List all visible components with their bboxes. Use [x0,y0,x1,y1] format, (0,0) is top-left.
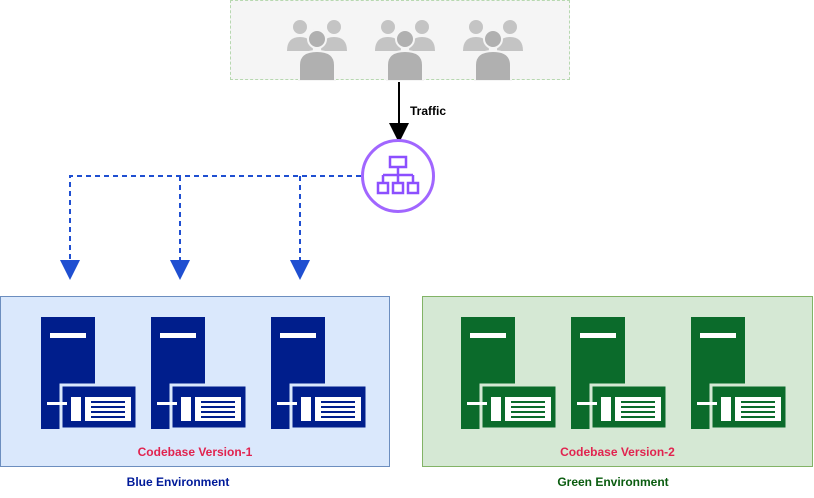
server-icon [571,317,669,431]
green-environment-title: Green Environment [557,475,669,489]
green-environment: Codebase Version-2 [422,296,813,467]
users-group-icon [284,15,350,82]
load-balancer-icon [376,155,420,195]
server-icon [691,317,789,431]
server-icon [461,317,559,431]
server-icon [271,317,369,431]
server-icon [41,317,139,431]
codebase-label: Codebase Version-2 [560,445,675,459]
blue-environment-title: Blue Environment [126,475,230,489]
users-group-icon [372,15,438,82]
route-line [60,175,361,280]
blue-environment: Codebase Version-1 [0,296,390,467]
users-group-icon [460,15,526,82]
load-balancer[interactable] [361,139,435,213]
server-icon [151,317,249,431]
codebase-label: Codebase Version-1 [137,445,253,459]
traffic-label: Traffic [410,104,447,118]
users-box [230,0,570,82]
